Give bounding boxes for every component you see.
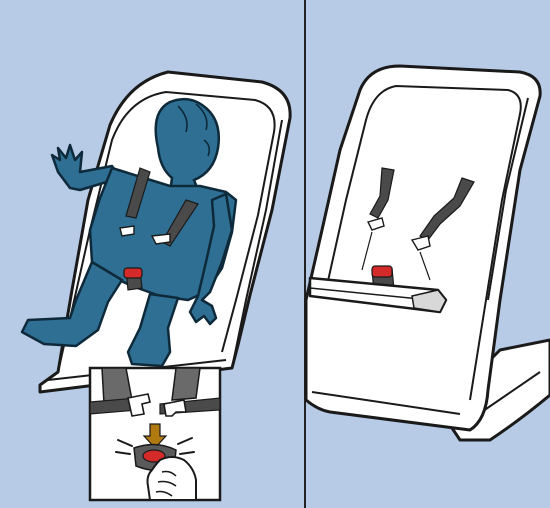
- buckle-icon: [124, 268, 142, 278]
- inset-leg-right: [172, 368, 200, 400]
- left-panel: [0, 0, 305, 508]
- right-buckle-icon: [372, 266, 392, 277]
- right-buckle-tongue: [152, 234, 170, 244]
- left-buckle-tongue: [120, 226, 134, 236]
- right-panel: [306, 0, 550, 508]
- buckle-release-inset: [90, 368, 220, 500]
